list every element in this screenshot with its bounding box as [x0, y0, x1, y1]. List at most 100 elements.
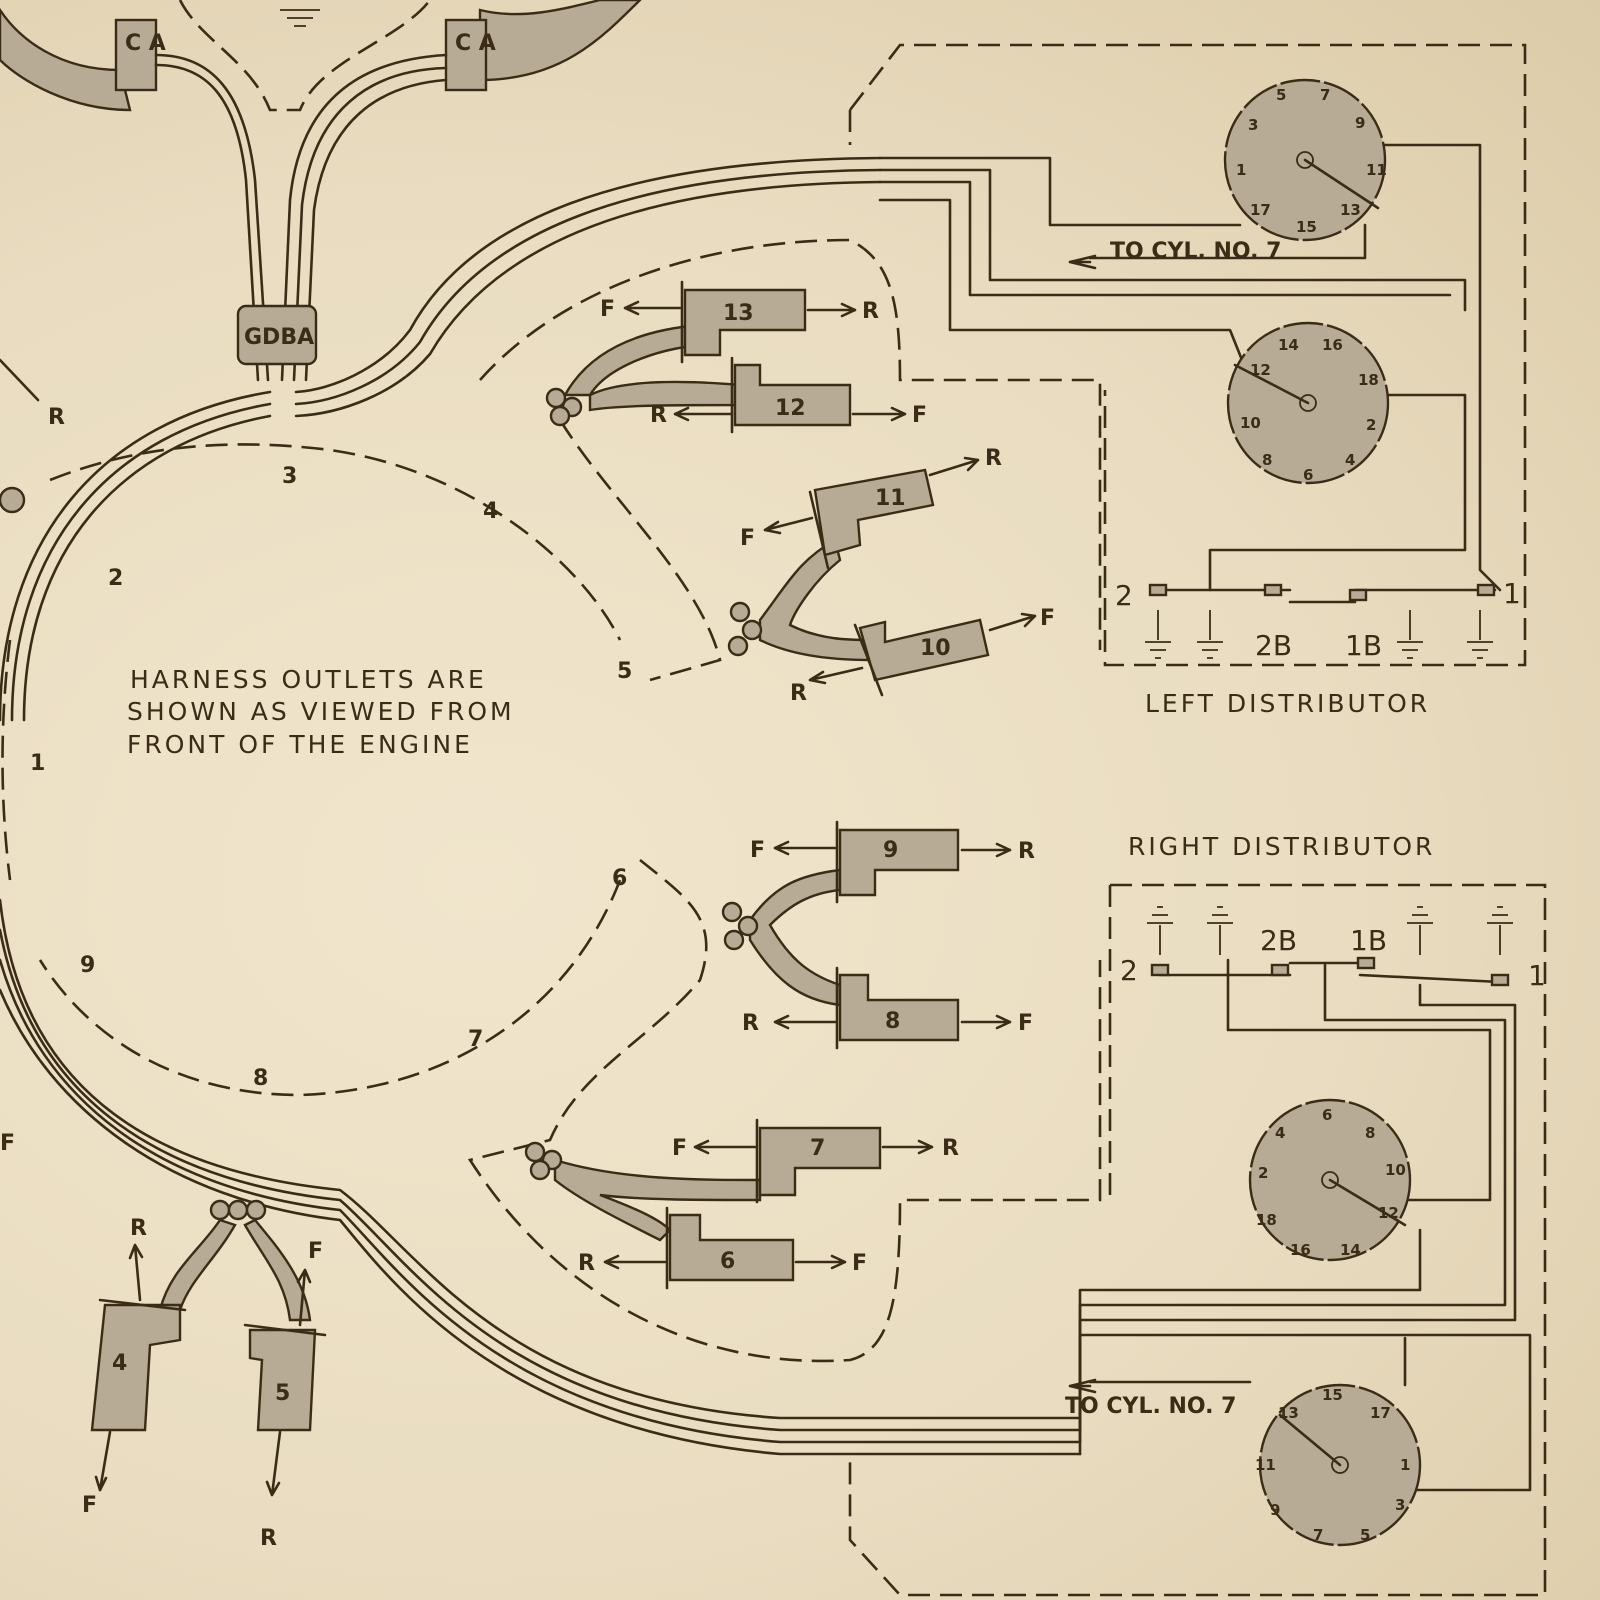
main-harness-ring [0, 390, 1082, 1456]
outlet-12-num: 12 [775, 396, 806, 421]
svg-text:3: 3 [1248, 116, 1258, 134]
outlet-11-flange [808, 490, 830, 570]
ca-box-2-label: C A [455, 31, 496, 56]
svg-text:4: 4 [1275, 1124, 1285, 1142]
svg-text:11: 11 [1255, 1456, 1276, 1474]
left-upper-hub [1296, 151, 1314, 169]
outlet-12 [733, 363, 852, 427]
svg-text:15: 15 [1322, 1386, 1343, 1404]
svg-text:7: 7 [1313, 1526, 1323, 1544]
outlet-7-right: R [942, 1136, 959, 1161]
left-upper-dial-numbers: 5 7 9 11 13 15 17 1 3 [1236, 86, 1387, 236]
note-line-3: FRONT OF THE ENGINE [127, 730, 473, 759]
svg-text:11: 11 [1366, 161, 1387, 179]
left-lower-dial-numbers: 14 16 18 2 4 6 8 10 12 [1240, 336, 1379, 484]
left-distributor-title: LEFT DISTRIBUTOR [1145, 689, 1430, 718]
outlet-5-bottom: R [260, 1526, 277, 1551]
outlet-9 [838, 828, 960, 897]
outlet-5-num: 5 [275, 1381, 290, 1406]
outlet-5-top: F [308, 1239, 323, 1264]
gdba-label: GDBA [244, 325, 314, 350]
lead-4-5 [158, 1218, 312, 1322]
svg-text:8: 8 [1365, 1124, 1375, 1142]
left-lower-rotor [1233, 363, 1310, 405]
right-upper-hub [1321, 1171, 1339, 1189]
ca-box-1-label: C A [125, 31, 166, 56]
left-terminal-2b: 2B [1255, 629, 1292, 662]
upper-outlet-outline-inner [558, 419, 722, 682]
engine-outline-left [1, 639, 12, 881]
connector-rings [209, 387, 763, 1221]
svg-text:16: 16 [1290, 1241, 1311, 1259]
svg-text:7: 7 [1320, 86, 1330, 104]
left-edge-f: F [0, 1131, 15, 1156]
note-line-2: SHOWN AS VIEWED FROM [127, 697, 515, 726]
outlet-5-flange [243, 1323, 327, 1337]
engine-outline-lower [38, 879, 622, 1097]
fr-arrows [94, 300, 1037, 1497]
right-upper-rotor [1328, 1178, 1407, 1227]
right-distributor-wiring [1068, 958, 1532, 1492]
svg-text:8: 8 [1262, 451, 1272, 469]
svg-text:2: 2 [1366, 416, 1376, 434]
right-distributor-outline [848, 883, 1547, 1597]
svg-text:13: 13 [1278, 1404, 1299, 1422]
right-upper-dial-numbers: 6 8 10 12 14 16 18 2 4 [1256, 1106, 1406, 1259]
svg-text:10: 10 [1385, 1161, 1406, 1179]
left-edge-connector [0, 486, 26, 514]
outlet-8-left: R [742, 1011, 759, 1036]
top-mid-shaded-lobe [478, 0, 642, 82]
right-lower-dial-numbers: 15 17 1 3 5 7 9 11 13 [1255, 1386, 1410, 1544]
outlet-10-right: F [1040, 606, 1055, 631]
top-left-shaded-lobe [0, 7, 132, 112]
svg-text:17: 17 [1370, 1404, 1391, 1422]
outlet-9-num: 9 [883, 838, 898, 863]
right-terminal-2b: 2B [1260, 924, 1297, 957]
svg-text:9: 9 [1270, 1501, 1280, 1519]
outlet-10-left: R [790, 681, 807, 706]
position-8: 8 [253, 1066, 268, 1091]
outlet-7-num: 7 [810, 1136, 825, 1161]
outlet-10-num: 10 [920, 636, 951, 661]
gdba-box [236, 304, 318, 366]
svg-text:9: 9 [1355, 114, 1365, 132]
svg-text:18: 18 [1358, 371, 1379, 389]
right-to-cyl: TO CYL. NO. 7 [1065, 1394, 1236, 1419]
left-lower-hub [1299, 394, 1317, 412]
right-terminal-1: 1 [1528, 959, 1546, 992]
left-distributor-outline [848, 43, 1527, 667]
outlet-4-num: 4 [112, 1351, 127, 1376]
svg-text:18: 18 [1256, 1211, 1277, 1229]
svg-text:13: 13 [1340, 201, 1361, 219]
outlet-7 [758, 1126, 882, 1197]
upper-harness-sweep [294, 156, 882, 418]
note-line-1: HARNESS OUTLETS ARE [130, 665, 487, 694]
outlet-13-right: R [862, 299, 879, 324]
outlet-4-bottom: F [82, 1493, 97, 1518]
outlet-13-num: 13 [723, 301, 754, 326]
ground-symbol-top [280, 9, 320, 27]
outlet-12-left: R [650, 403, 667, 428]
svg-text:14: 14 [1278, 336, 1299, 354]
right-lower-rotor [1278, 1413, 1342, 1467]
outlet-6-right: F [852, 1251, 867, 1276]
svg-text:17: 17 [1250, 201, 1271, 219]
svg-text:12: 12 [1378, 1204, 1399, 1222]
left-to-cyl: TO CYL. NO. 7 [1110, 239, 1281, 264]
lead-9-8 [748, 868, 842, 1007]
outlet-4-top: R [130, 1216, 147, 1241]
outlet-11 [813, 468, 935, 557]
svg-text:5: 5 [1360, 1526, 1370, 1544]
position-2: 2 [108, 566, 123, 591]
position-6: 6 [612, 866, 627, 891]
position-3: 3 [282, 464, 297, 489]
svg-text:3: 3 [1395, 1496, 1405, 1514]
left-distributor-wiring [878, 143, 1502, 592]
ca-box-2 [444, 18, 488, 92]
outlet-12-right: F [912, 403, 927, 428]
outlet-8-num: 8 [885, 1009, 900, 1034]
outlet-5 [248, 1328, 317, 1432]
svg-text:1: 1 [1236, 161, 1246, 179]
svg-text:6: 6 [1322, 1106, 1332, 1124]
